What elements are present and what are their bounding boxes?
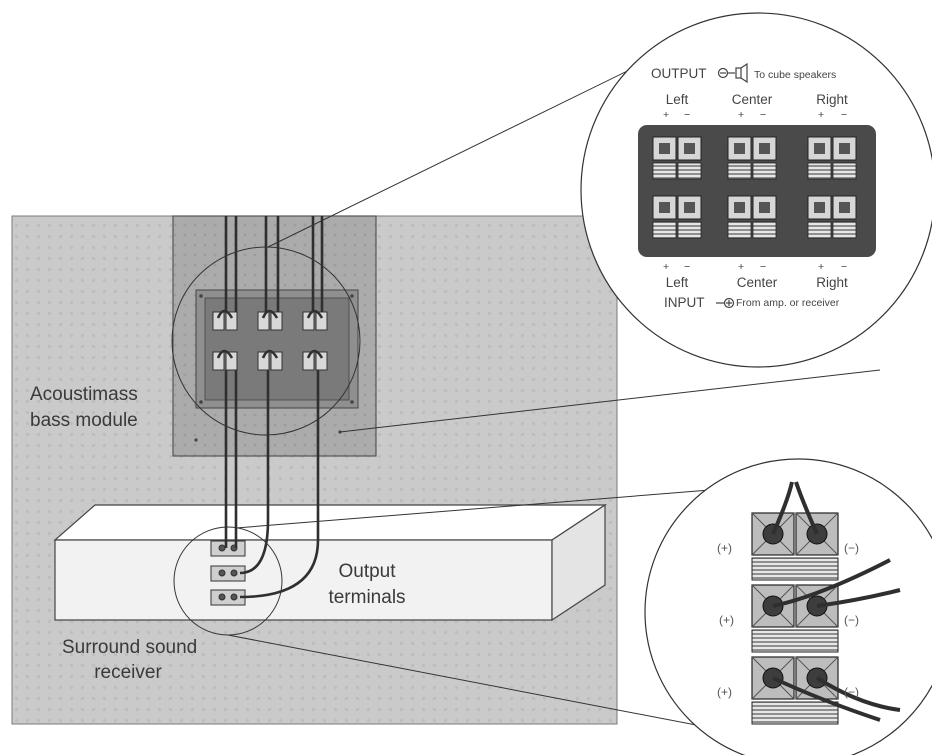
detail-terminal-blocks [652, 136, 857, 239]
output-channel-right: Right [816, 92, 848, 107]
input-channel-right: Right [816, 275, 848, 290]
input-left-plus: + [663, 261, 670, 273]
input-left-minus: − [684, 261, 691, 273]
bass-module-label-line1: Acoustimass [30, 384, 138, 405]
terminal3-plus-label: (+) [717, 685, 732, 699]
output-center-plus: + [738, 109, 745, 121]
terminal1-minus-label: (−) [844, 541, 859, 555]
input-center-plus: + [738, 261, 745, 273]
output-right-plus: + [818, 109, 825, 121]
input-center-minus: − [760, 261, 767, 273]
input-jack-icon [716, 297, 735, 309]
output-left-minus: − [684, 109, 691, 121]
terminal-vent [751, 629, 839, 653]
bass-module [172, 215, 377, 457]
terminal2-plus-label: (+) [719, 613, 734, 627]
output-center-minus: − [760, 109, 767, 121]
terminal-vent [751, 557, 839, 581]
terminal2-minus-label: (−) [844, 613, 859, 627]
receiver-output-terminals-small [210, 540, 246, 606]
input-heading: INPUT [664, 295, 705, 310]
output-channel-center: Center [731, 92, 773, 107]
output-terminals-label-line2: terminals [328, 587, 406, 608]
output-right-minus: − [841, 109, 848, 121]
module-panel-detail [580, 12, 932, 368]
surround-receiver [53, 503, 607, 622]
output-left-plus: + [663, 109, 670, 121]
receiver-label-line1: Surround sound [62, 637, 198, 658]
terminal1-plus-label: (+) [717, 541, 732, 555]
input-caption: From amp. or receiver [736, 297, 840, 309]
terminal-vent [751, 701, 839, 725]
output-speaker-icon [717, 62, 748, 84]
output-caption: To cube speakers [754, 69, 837, 81]
input-right-plus: + [818, 261, 825, 273]
bass-module-label-line2: bass module [30, 410, 138, 431]
output-heading: OUTPUT [651, 66, 707, 81]
output-channel-left: Left [665, 92, 689, 107]
receiver-terminal-pair [751, 584, 839, 653]
module-zoom-circle [171, 246, 361, 436]
speaker-wires [216, 216, 324, 359]
input-right-minus: − [841, 261, 848, 273]
output-terminals-label-line1: Output [338, 561, 396, 582]
zoomed-wires [771, 481, 901, 722]
receiver-terminal-detail [644, 458, 932, 755]
input-channel-center: Center [736, 275, 778, 290]
receiver-wires [224, 370, 320, 599]
receiver-label-line2: receiver [94, 662, 162, 683]
terminal3-minus-label: (−) [844, 685, 859, 699]
input-channel-left: Left [665, 275, 689, 290]
